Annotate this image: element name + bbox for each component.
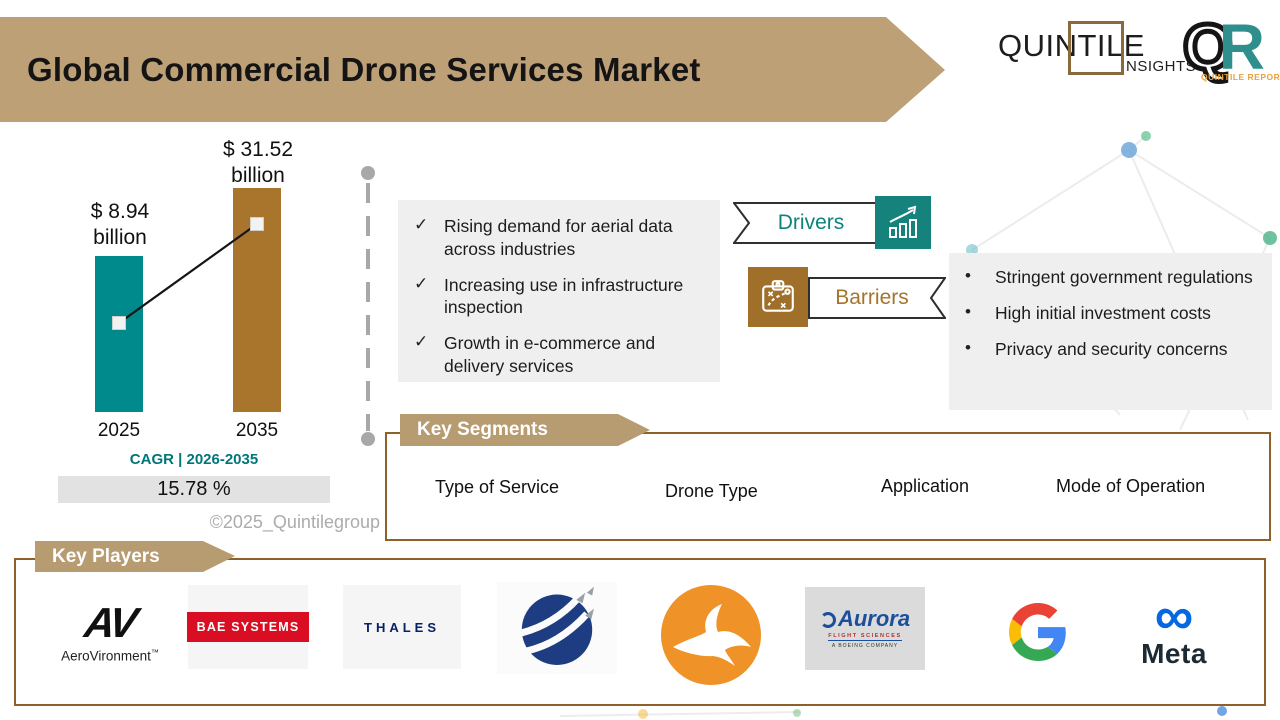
aerovironment-name-text: AeroVironment <box>61 648 151 664</box>
trend-line <box>112 217 264 330</box>
bullet-icon: • <box>965 301 971 321</box>
aerovironment-logo: AV AeroVironment™ <box>50 595 170 670</box>
dotted-separator <box>361 166 375 446</box>
cagr-label: CAGR | 2026-2035 <box>129 451 259 468</box>
google-logo <box>1008 602 1068 662</box>
aurora-name-text: Aurora <box>837 606 911 631</box>
qr-logo-q: Q <box>1181 9 1236 86</box>
drivers-ribbon: Drivers <box>732 202 879 244</box>
driver-text-3: Growth in e-commerce and delivery servic… <box>444 333 656 376</box>
barrier-text-1: Stringent government regulations <box>995 267 1253 287</box>
driver-item: ✓ Increasing use in infrastructure inspe… <box>414 274 704 320</box>
driver-item: ✓ Rising demand for aerial data across i… <box>414 215 704 261</box>
bullet-icon: • <box>965 266 971 285</box>
blue-globe-arrows-logo <box>497 582 617 674</box>
segment-drone-type: Drone Type <box>665 481 758 501</box>
aurora-swoosh-icon <box>819 612 836 628</box>
qr-logo: QR QUINTILE REPORTS <box>1181 9 1280 88</box>
qr-logo-r: R <box>1218 11 1265 83</box>
bae-systems-text: BAE SYSTEMS <box>186 612 310 642</box>
aurora-subtitle: FLIGHT SCIENCES <box>828 633 902 641</box>
driver-item: ✓ Growth in e-commerce and delivery serv… <box>414 332 704 378</box>
barrier-item: • Stringent government regulations <box>965 266 1256 289</box>
barrier-item: • Privacy and security concerns <box>965 338 1256 361</box>
barriers-panel: • Stringent government regulations • Hig… <box>949 253 1272 410</box>
check-icon: ✓ <box>414 332 429 351</box>
bar-2025 <box>95 256 143 412</box>
quintile-insights-logo: QUINTILE NSIGHTS <box>998 21 1196 88</box>
key-players-banner: Key Players <box>35 541 235 572</box>
barriers-label: Barriers <box>835 286 909 309</box>
thales-logo: THALES <box>343 585 461 669</box>
quintile-logo-text: QUINTILE <box>998 28 1145 63</box>
driver-text-1: Rising demand for aerial data across ind… <box>444 216 673 259</box>
axis-label-2025: 2025 <box>97 420 141 441</box>
barrier-item: • High initial investment costs <box>965 302 1256 325</box>
drivers-panel: ✓ Rising demand for aerial data across i… <box>398 200 720 382</box>
meta-logo: ∞ Meta <box>1118 588 1230 678</box>
check-icon: ✓ <box>414 273 429 293</box>
barrier-text-2: High initial investment costs <box>995 302 1211 323</box>
qr-logo-caption: QUINTILE REPORTS <box>1201 72 1280 82</box>
key-segments-banner: Key Segments <box>400 414 650 446</box>
trend-marker-2025 <box>112 316 126 330</box>
trademark-symbol: ™ <box>150 647 159 657</box>
axis-label-2035: 2035 <box>235 420 279 441</box>
key-segments-box <box>385 432 1271 541</box>
unit-2035: billion <box>231 163 285 187</box>
value-2035: $ 31.52 <box>222 138 294 161</box>
bae-systems-logo: BAE SYSTEMS <box>186 585 310 669</box>
value-label-2025: $ 8.94 billion <box>45 199 195 250</box>
trend-marker-2035 <box>250 217 264 231</box>
meta-text: Meta <box>1141 638 1207 670</box>
copyright-text: ©2025_Quintilegroup <box>209 512 380 532</box>
meta-infinity-icon: ∞ <box>1154 585 1194 646</box>
barrier-text-3: Privacy and security concerns <box>995 338 1228 359</box>
value-2025: $ 8.94 <box>90 200 150 223</box>
aerovironment-mark: AV <box>82 598 138 646</box>
unit-2025: billion <box>93 225 147 249</box>
segment-application: Application <box>881 476 970 496</box>
segment-mode-of-operation: Mode of Operation <box>1056 476 1206 496</box>
aurora-wordmark: Aurora <box>819 606 911 631</box>
driver-text-2: Increasing use in infrastructure inspect… <box>444 274 684 318</box>
thales-text: THALES <box>364 619 440 635</box>
check-icon: ✓ <box>414 215 429 234</box>
orange-bird-logo <box>661 585 761 685</box>
quintile-logo-frame <box>1068 21 1124 75</box>
drivers-label: Drivers <box>777 211 845 234</box>
insights-logo-text: NSIGHTS <box>1126 58 1197 75</box>
clipboard-strategy-icon <box>748 267 808 327</box>
cagr-value: 15.78 % <box>58 476 330 503</box>
aerovironment-name: AeroVironment™ <box>61 648 159 664</box>
aurora-logo: Aurora FLIGHT SCIENCES A BOEING COMPANY <box>805 587 925 670</box>
segment-type-of-service: Type of Service <box>435 477 560 497</box>
growth-chart-icon <box>875 196 931 249</box>
aurora-boeing-line: A BOEING COMPANY <box>831 643 899 649</box>
bullet-icon: • <box>965 337 971 357</box>
barriers-ribbon: Barriers <box>808 277 947 319</box>
header-banner: Global Commercial Drone Services Market <box>0 17 945 122</box>
value-label-2035: $ 31.52 billion <box>183 137 333 188</box>
page-title: Global Commercial Drone Services Market <box>27 51 701 88</box>
